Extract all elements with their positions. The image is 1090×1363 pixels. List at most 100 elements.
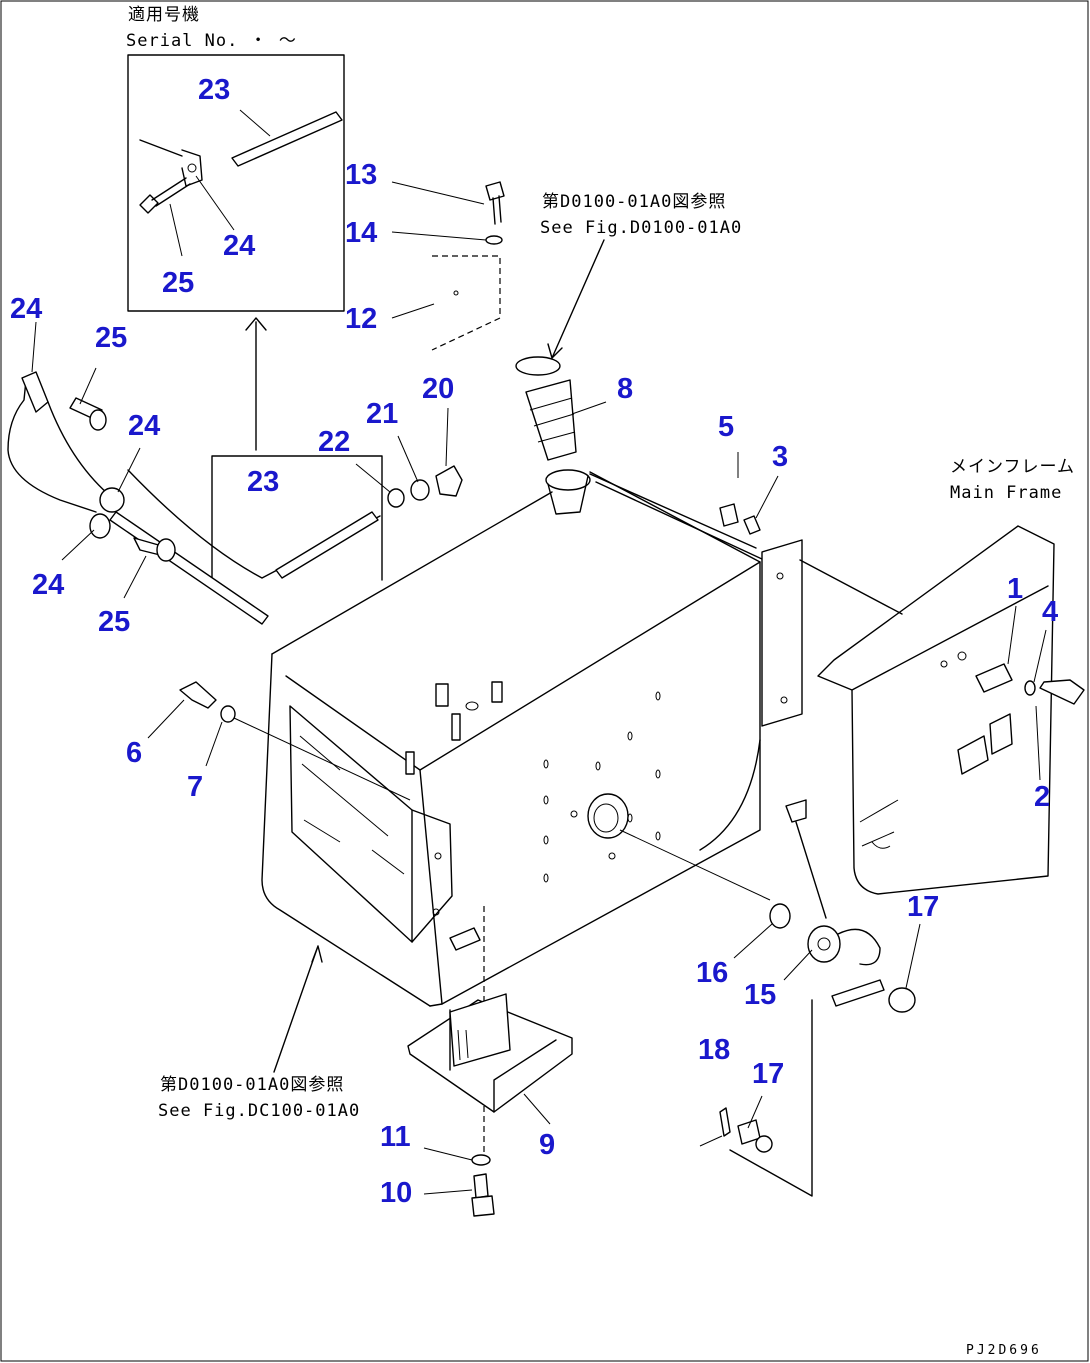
strainer-8 xyxy=(525,379,577,461)
sender-float xyxy=(785,799,807,823)
washer-11 xyxy=(471,1154,491,1166)
callout-5: 5 xyxy=(718,411,734,443)
callout-17: 17 xyxy=(752,1058,784,1090)
main-frame: メインフレーム Main Frame xyxy=(817,457,1085,895)
tank-right-face xyxy=(441,561,761,1005)
bolt-17 xyxy=(888,987,916,1013)
bolt-6 xyxy=(179,681,217,709)
callout-16: 16 xyxy=(696,957,728,989)
callout-25: 25 xyxy=(95,322,127,354)
filler-neck xyxy=(545,469,591,491)
side-bracket xyxy=(289,705,413,943)
serial-note-en: Serial No. ・ ～ xyxy=(126,31,297,51)
frame-slot xyxy=(975,663,1013,693)
callout-17: 17 xyxy=(907,891,939,923)
see-fig-bottom-arrow xyxy=(273,945,323,1073)
elbow-20 xyxy=(435,465,463,497)
callout-21: 21 xyxy=(366,398,398,430)
callout-6: 6 xyxy=(126,737,142,769)
sender-port xyxy=(587,793,629,839)
part-18 xyxy=(719,1107,731,1137)
serial-note-jp: 適用号機 xyxy=(128,5,200,25)
cover-plate-12 xyxy=(431,255,501,351)
callout-1: 1 xyxy=(1007,573,1023,605)
callout-15: 15 xyxy=(744,979,776,1011)
see-fig-bottom-en: See Fig.DC100-01A0 xyxy=(158,1101,360,1121)
callout-25: 25 xyxy=(98,606,130,638)
see-fig-top-jp: 第D0100-01A0図参照 xyxy=(542,192,726,212)
callout-22: 22 xyxy=(318,426,350,458)
hose-curve xyxy=(47,401,109,495)
callout-9: 9 xyxy=(539,1129,555,1161)
bolt-13-head xyxy=(485,181,505,201)
callout-23: 23 xyxy=(198,74,230,106)
mounting-strap xyxy=(589,473,903,727)
pipe-bracket-outline xyxy=(211,455,383,586)
callout-8: 8 xyxy=(617,373,633,405)
breather-hose xyxy=(7,379,97,513)
fittings xyxy=(387,465,463,508)
washer-14 xyxy=(485,235,503,245)
callout-23: 23 xyxy=(247,466,279,498)
breather-pipe xyxy=(109,511,269,625)
fitting-22 xyxy=(387,488,405,508)
washer-4 xyxy=(1024,680,1036,696)
part-17-low xyxy=(755,1135,773,1153)
mount-bracket xyxy=(761,539,803,727)
clamp-upper xyxy=(21,371,49,413)
main-frame-jp: メインフレーム xyxy=(950,457,1075,477)
bolt-13-shank xyxy=(492,195,502,225)
gasket-16 xyxy=(769,903,791,929)
cover-plate-group xyxy=(431,181,505,351)
callout-24: 24 xyxy=(128,410,160,442)
callout-24: 24 xyxy=(10,293,42,325)
filler-cap xyxy=(515,356,561,376)
inset-arrow xyxy=(245,317,267,451)
part-3 xyxy=(743,515,761,535)
sender-15 xyxy=(807,925,841,963)
callout-12: 12 xyxy=(345,303,377,335)
callout-3: 3 xyxy=(772,441,788,473)
callout-24: 24 xyxy=(32,569,64,601)
bolt-10-head xyxy=(471,1195,495,1217)
callout-13: 13 xyxy=(345,159,377,191)
callout-11: 11 xyxy=(380,1121,411,1153)
inset-bolt-shank xyxy=(151,177,191,207)
inset-clamp xyxy=(139,139,203,187)
fitting-21 xyxy=(410,479,430,501)
callout-24: 24 xyxy=(223,230,255,262)
see-fig-bottom-jp: 第D0100-01A0図参照 xyxy=(160,1075,344,1095)
callouts: 23 24 25 13 14 12 24 25 24 22 21 20 8 5 … xyxy=(10,74,1058,1209)
fuel-tank xyxy=(261,471,771,1154)
hose-loop xyxy=(127,469,381,579)
wire-17 xyxy=(831,979,885,1007)
clamp-24-low xyxy=(89,513,111,539)
breather-pipe-assembly xyxy=(7,371,381,625)
tank-left-face xyxy=(261,653,431,1007)
guard-group xyxy=(407,993,573,1217)
tank-top-edges xyxy=(271,471,761,771)
inset-pipe xyxy=(231,111,343,167)
callout-4: 4 xyxy=(1042,596,1058,628)
main-frame-en: Main Frame xyxy=(950,483,1062,503)
bolt-2 xyxy=(1039,679,1085,705)
clamp-24-mid xyxy=(99,487,125,513)
bolts-6-7 xyxy=(179,681,411,801)
tank-side-holes xyxy=(543,691,661,883)
filler-group xyxy=(515,356,591,515)
inset-frame xyxy=(127,54,345,312)
callout-10: 10 xyxy=(380,1177,412,1209)
sender-group xyxy=(699,799,916,1197)
callout-14: 14 xyxy=(345,217,377,249)
callout-7: 7 xyxy=(187,771,203,803)
guard-block xyxy=(449,993,511,1067)
leader-lines xyxy=(31,109,1047,1195)
bolt-10-shank xyxy=(473,1173,489,1199)
see-fig-top-en: See Fig.D0100-01A0 xyxy=(540,218,742,238)
sender-rod xyxy=(795,821,827,919)
part-5 xyxy=(719,503,739,527)
callout-20: 20 xyxy=(422,373,454,405)
